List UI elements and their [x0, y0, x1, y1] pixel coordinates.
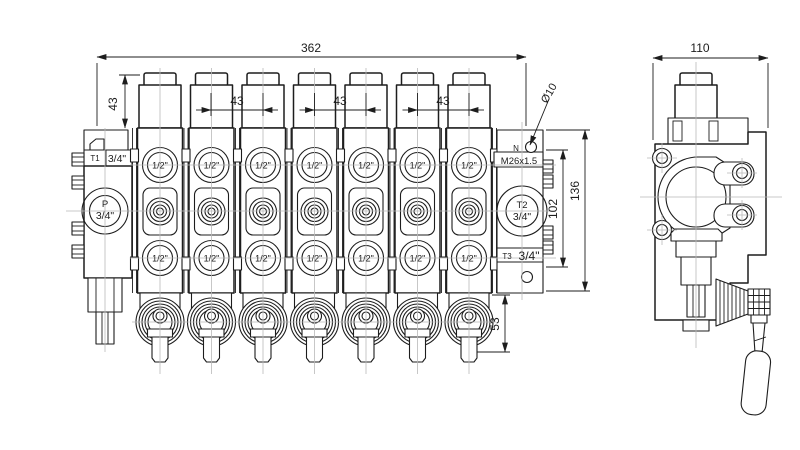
section-5-top-port-label: 1/2" [358, 161, 374, 171]
side-mounting-plate [667, 117, 749, 145]
front-view [71, 72, 554, 363]
t2-port-size: 3/4" [513, 211, 532, 223]
section-2-top-port-label: 1/2" [204, 161, 220, 171]
section-1-bottom-port-label: 1/2" [152, 254, 168, 264]
section-4-bottom-port-label: 1/2" [307, 254, 323, 264]
dim-pitch-3-text: 43 [436, 94, 450, 108]
section-6-top-port-label: 1/2" [410, 161, 426, 171]
p-port-label: P [102, 199, 108, 210]
dim-cap-height-text: 43 [106, 97, 120, 111]
t3-port-size: 3/4" [519, 249, 540, 263]
t1-port-label: T1 [90, 154, 100, 163]
side-view [651, 72, 772, 416]
dimension-lever-height [477, 294, 510, 353]
t3-port-label: T3 [502, 252, 512, 261]
dimension-total-height [546, 129, 590, 292]
section-6-bottom-port-label: 1/2" [410, 254, 426, 264]
section-7-top-port-label: 1/2" [461, 161, 477, 171]
dimension-pitch-1 [196, 93, 278, 116]
section-4-top-port-label: 1/2" [307, 161, 323, 171]
thread-label: M26x1.5 [501, 156, 537, 167]
dimension-pitch-3 [402, 93, 484, 116]
lever-grip [740, 350, 772, 416]
dim-port-span-text: 102 [546, 199, 560, 219]
dimension-cap-height [119, 74, 140, 129]
dim-total-height-text: 136 [568, 181, 582, 201]
dim-side-width-text: 110 [690, 41, 709, 55]
t1-port-size: 3/4" [108, 153, 127, 165]
end-cap-section [493, 129, 554, 294]
dimension-overall-width [96, 54, 527, 126]
t2-port-label: T2 [516, 200, 527, 211]
section-1-top-port-label: 1/2" [152, 161, 168, 171]
section-3-top-port-label: 1/2" [255, 161, 271, 171]
dimension-hole [529, 98, 550, 146]
section-3-bottom-port-label: 1/2" [255, 254, 271, 264]
dimension-port-span [546, 149, 568, 268]
dimension-side-width [652, 55, 769, 140]
dimension-pitch-2 [299, 93, 381, 116]
n-hole-label: N [513, 144, 519, 153]
centerlines [66, 62, 782, 374]
side-lever-assembly [715, 278, 772, 416]
section-7-bottom-port-label: 1/2" [461, 254, 477, 264]
dimensions [96, 54, 769, 353]
dim-hole-text: Ø10 [539, 81, 560, 105]
drawing-text: 362 43 43 43 43 Ø10 102 136 53 110 T1 3/… [90, 41, 710, 331]
dim-lever-height-text: 53 [488, 317, 502, 331]
dim-overall-width-text: 362 [301, 41, 321, 55]
dim-pitch-1-text: 43 [230, 94, 244, 108]
dim-pitch-2-text: 43 [333, 94, 347, 108]
section-5-bottom-port-label: 1/2" [358, 254, 374, 264]
p-port-size: 3/4" [96, 210, 115, 222]
section-2-bottom-port-label: 1/2" [204, 254, 220, 264]
